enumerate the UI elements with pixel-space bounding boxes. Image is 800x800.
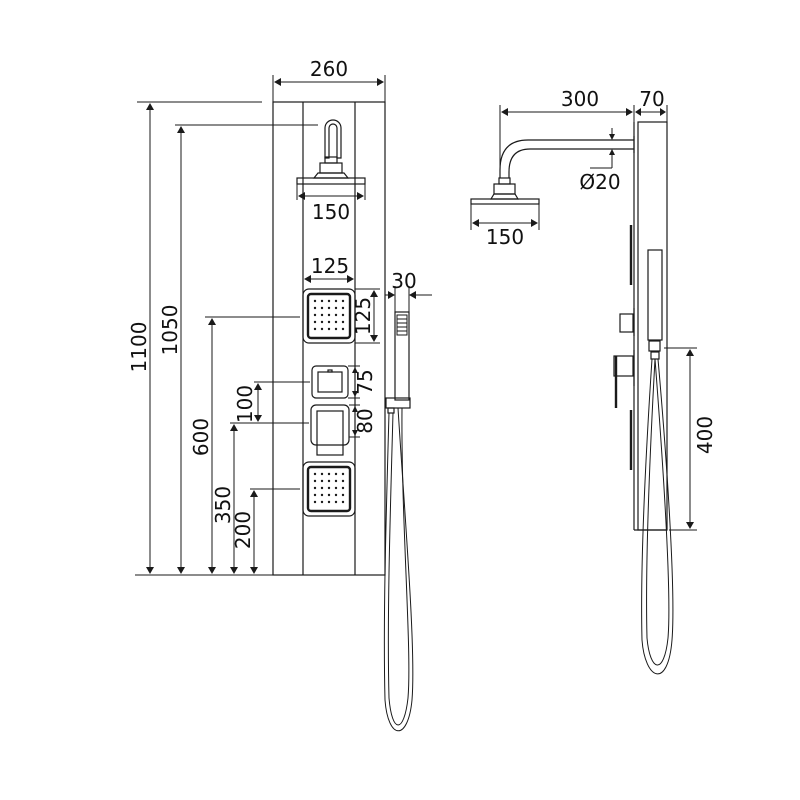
shower-arm-front-icon <box>296 119 366 185</box>
label-panel-width: 260 <box>310 57 348 81</box>
hand-shower-front-icon <box>385 311 411 414</box>
dim-lower-valve-height: 350 <box>211 422 309 574</box>
dim-hand-shower-width: 30 <box>385 269 432 312</box>
dim-rain-head-width-side: 150 <box>470 204 540 249</box>
label-arm-projection: 300 <box>561 87 599 111</box>
dim-jet-height: 125 <box>351 288 380 344</box>
dim-arm-height: 1050 <box>158 124 318 574</box>
dim-total-height: 1100 <box>127 101 262 574</box>
dim-panel-depth: 70 <box>633 87 668 122</box>
label-jet-height: 125 <box>351 297 375 335</box>
label-valve-spacing: 100 <box>233 385 257 423</box>
label-diverter-height: 75 <box>353 369 377 394</box>
dim-jet-width: 125 <box>302 254 356 289</box>
label-upper-jet-height: 600 <box>189 418 213 456</box>
hand-shower-side-icon <box>647 249 663 341</box>
panel-outline <box>272 101 386 576</box>
dim-upper-jet-height: 600 <box>189 316 300 574</box>
front-view: 260 150 125 125 <box>127 57 432 732</box>
label-jet-width: 125 <box>311 254 349 278</box>
label-hose-outlet: 400 <box>693 416 717 454</box>
hose-front-icon <box>383 407 414 732</box>
label-mixer-height: 80 <box>353 408 377 433</box>
label-panel-depth: 70 <box>639 87 664 111</box>
mixer-lever-icon <box>310 404 350 456</box>
dim-panel-width: 260 <box>272 57 386 102</box>
dim-hose-outlet: 400 <box>664 347 717 531</box>
dim-valve-spacing: 100 <box>233 381 310 423</box>
upper-body-jet-icon <box>302 288 356 344</box>
mixer-lever-side-icon <box>613 350 635 408</box>
label-rain-head-width: 150 <box>312 200 350 224</box>
side-view: 300 70 Ø20 150 <box>470 87 717 675</box>
diverter-side-icon <box>619 308 635 336</box>
dim-arm-projection: 300 <box>499 87 633 170</box>
label-rain-head-width-side: 150 <box>486 225 524 249</box>
diverter-icon <box>311 365 349 399</box>
dim-mixer-height: 80 <box>349 404 377 438</box>
dim-diverter-height: 75 <box>348 365 377 399</box>
label-lower-valve-height: 350 <box>211 486 235 524</box>
lower-body-jet-icon <box>302 461 356 517</box>
dim-rain-head-width: 150 <box>296 184 366 224</box>
label-arm-height: 1050 <box>158 305 182 356</box>
label-total-height: 1100 <box>127 322 151 373</box>
label-lower-jet-height: 200 <box>231 511 255 549</box>
hose-side-icon <box>641 358 674 675</box>
dim-lower-jet-height: 200 <box>231 488 300 574</box>
label-hand-shower-width: 30 <box>391 269 416 293</box>
label-arm-diameter: Ø20 <box>579 170 620 194</box>
dim-arm-diameter: Ø20 <box>579 128 621 194</box>
